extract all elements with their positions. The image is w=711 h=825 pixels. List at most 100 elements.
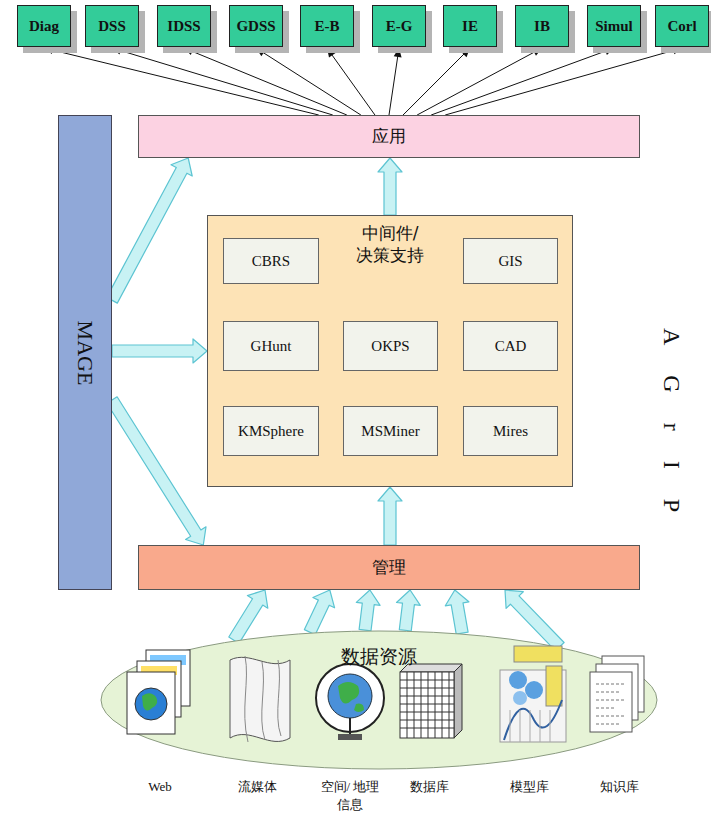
node-label: GDSS <box>236 18 275 35</box>
arrow-head <box>112 47 122 55</box>
module-box: KMSphere <box>223 406 319 456</box>
arrow-line <box>263 52 361 115</box>
arrow-head <box>184 48 194 55</box>
arrow-body <box>356 590 380 631</box>
block-arrow <box>356 590 380 631</box>
node-label: 数据资源 <box>341 644 417 670</box>
app-box: E-B <box>300 5 354 47</box>
arrow-line <box>389 56 398 115</box>
database-icon <box>400 664 462 738</box>
arrow-body <box>378 158 402 215</box>
app-box: E-G <box>372 5 426 47</box>
node-label: IDSS <box>167 18 200 35</box>
node-label: CAD <box>495 338 527 355</box>
block-arrow <box>112 339 207 363</box>
arrow-line <box>191 51 346 115</box>
node-label: GHunt <box>251 338 292 355</box>
resource-label: Web <box>130 778 190 796</box>
node-label: Corl <box>667 18 696 35</box>
layer-band: 应用 <box>138 115 640 158</box>
thin-arrow <box>256 48 361 115</box>
node-label: E-B <box>314 18 339 35</box>
thin-arrow <box>431 47 614 115</box>
node-label: Diag <box>29 18 59 35</box>
thin-arrow <box>184 48 347 115</box>
node-label: MSMiner <box>361 423 419 440</box>
module-box: GIS <box>463 238 558 284</box>
thin-arrow <box>112 47 333 115</box>
module-box: OKPS <box>343 321 438 371</box>
arrow-head <box>672 47 682 55</box>
module-box: MSMiner <box>343 406 438 456</box>
app-box: IB <box>515 5 569 47</box>
node-label: 管理 <box>372 556 406 579</box>
arrow-body <box>378 487 402 545</box>
node-label: 应用 <box>372 125 406 148</box>
arrow-line <box>332 55 375 115</box>
knowledge-icon <box>590 656 644 732</box>
app-box: IE <box>443 5 497 47</box>
module-box: Mires <box>463 406 558 456</box>
arrow-line <box>120 50 333 115</box>
app-box: GDSS <box>229 5 283 47</box>
arrow-body <box>397 590 421 631</box>
app-box: Simul <box>587 5 641 47</box>
arrow-head <box>604 47 614 55</box>
arrow-head <box>461 48 470 57</box>
block-arrow <box>378 158 402 215</box>
thin-arrow <box>389 48 402 115</box>
layer-band: 管理 <box>138 545 640 590</box>
node-label: 中间件/ 决策支持 <box>351 222 429 266</box>
app-box: Corl <box>655 5 709 47</box>
arrow-head <box>44 46 54 54</box>
middleware-panel: 中间件/ 决策支持 CBRS GIS GHunt OKPS CAD KMSphere MSMi… <box>207 215 573 487</box>
stream-icon <box>230 656 290 742</box>
block-arrow <box>304 590 334 635</box>
globe-icon <box>316 664 384 740</box>
node-label: GIS <box>498 253 522 270</box>
block-arrow <box>229 590 268 643</box>
module-box: CAD <box>463 321 558 371</box>
arrow-head <box>256 48 266 56</box>
ellipse-shape <box>101 631 657 769</box>
arrow-body <box>107 397 206 545</box>
block-arrow <box>107 397 206 545</box>
model-icon <box>500 646 566 742</box>
node-label: E-G <box>386 18 413 35</box>
block-arrow <box>378 487 402 545</box>
resource-label: 数据库 <box>400 778 460 796</box>
resource-label: 流媒体 <box>228 778 288 796</box>
node-label: CBRS <box>252 253 290 270</box>
node-label: DSS <box>98 18 126 35</box>
resource-label: 空间/ 地理信息 <box>320 778 380 813</box>
module-box: GHunt <box>223 321 319 371</box>
node-label: MAGE <box>72 320 98 385</box>
app-box: DSS <box>85 5 139 47</box>
node-label: Mires <box>493 423 528 440</box>
app-box: IDSS <box>157 5 211 47</box>
block-arrow <box>445 590 469 634</box>
block-arrow <box>107 158 193 303</box>
resource-label: 模型库 <box>500 778 560 796</box>
node-label: OKPS <box>371 338 409 355</box>
thin-arrow <box>327 48 375 115</box>
node-label: IE <box>462 18 478 35</box>
platform-name: AGrIP <box>656 298 688 542</box>
arrow-line <box>445 50 674 115</box>
arrow-head <box>327 48 336 58</box>
app-box: Diag <box>17 5 71 47</box>
arrow-body <box>107 158 193 303</box>
web-icon <box>127 650 190 734</box>
node-label: Simul <box>595 18 633 35</box>
node-label: KMSphere <box>238 423 304 440</box>
thin-arrow <box>44 46 319 115</box>
node-label: IB <box>534 18 550 35</box>
arrow-body <box>445 590 469 634</box>
resource-ellipse: 数据资源 <box>100 630 658 770</box>
side-bar: MAGE <box>58 115 112 590</box>
arrow-body <box>112 339 207 363</box>
thin-arrow <box>445 47 682 115</box>
block-arrow <box>397 590 421 631</box>
module-box: CBRS <box>223 238 319 284</box>
resource-label: 知识库 <box>590 778 650 796</box>
